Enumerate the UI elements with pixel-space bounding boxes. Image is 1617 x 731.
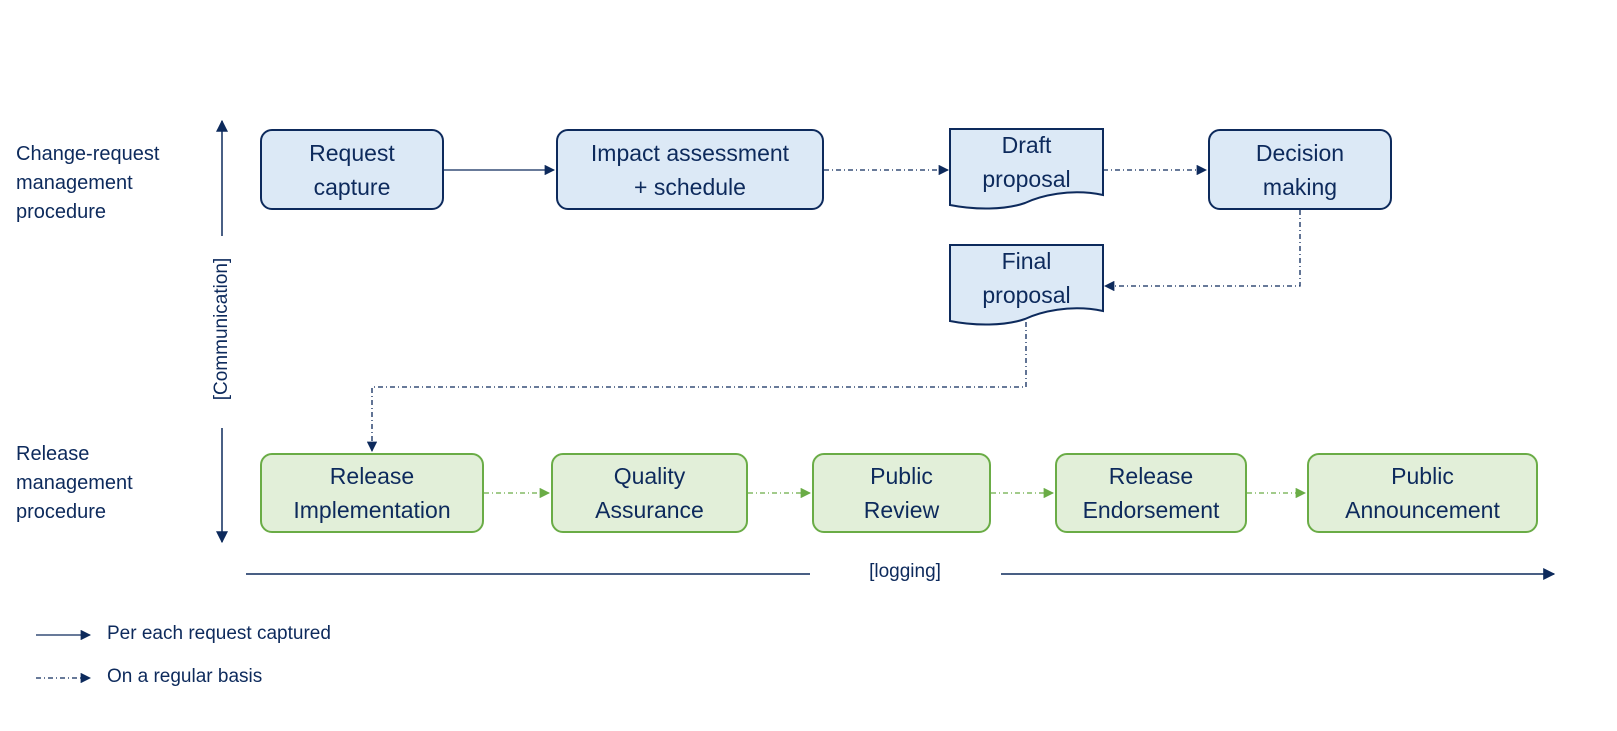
public-review-box: Public Review [812,453,991,533]
public-announcement-box: Public Announcement [1307,453,1538,533]
box-line: Release [329,463,415,489]
logging-label: [logging] [869,561,941,582]
draft-proposal-shape [949,128,1104,210]
box-line: proposal [982,282,1071,308]
impact-assessment-box: Impact assessment + schedule [556,129,824,210]
quality-assurance-box: Quality Assurance [551,453,748,533]
request-capture-box: Request capture [260,129,444,210]
arrow-final-to-release [366,322,1027,453]
box-line: Impact assessment [590,139,790,166]
lane-label-line: procedure [16,501,107,523]
release-endorsement-box: Release Endorsement [1055,453,1247,533]
final-proposal-shape [949,244,1104,326]
box-line: Assurance [595,497,704,523]
final-proposal-label: Final proposal [950,244,1103,312]
release-implementation-box: Release Implementation [260,453,484,533]
lane-label-line: procedure [16,201,107,223]
box-line: Endorsement [1082,497,1220,523]
box-line: Decision [1255,139,1345,166]
box-line: Draft [1001,132,1052,158]
box-line: making [1262,173,1338,200]
box-line: capture [313,173,391,200]
box-line: Release [1108,463,1194,489]
legend-solid-label: Per each request captured [107,623,331,644]
box-line: Public [870,463,933,489]
box-line: Public [1391,463,1454,489]
communication-label: [Communication] [211,257,232,401]
box-line: + schedule [634,173,746,200]
box-line: Request [309,139,395,166]
lane-label-line: Change-request [16,143,160,165]
decision-making-box: Decision making [1208,129,1392,210]
box-line: Implementation [293,497,451,523]
lane-label-line: management [16,472,133,494]
lane-label-line: management [16,172,133,194]
arrow-decision-to-final [1103,210,1301,292]
box-line: Quality [613,463,686,489]
box-line: Final [1001,248,1052,274]
box-line: Review [863,497,940,523]
lane-label-release: Release management procedure [16,440,133,527]
lane-label-line: Release [16,443,90,465]
draft-proposal-label: Draft proposal [950,128,1103,196]
lane-label-change-request: Change-request management procedure [16,140,159,227]
box-line: proposal [982,166,1071,192]
box-line: Announcement [1345,497,1500,523]
legend-dashed-label: On a regular basis [107,666,263,687]
